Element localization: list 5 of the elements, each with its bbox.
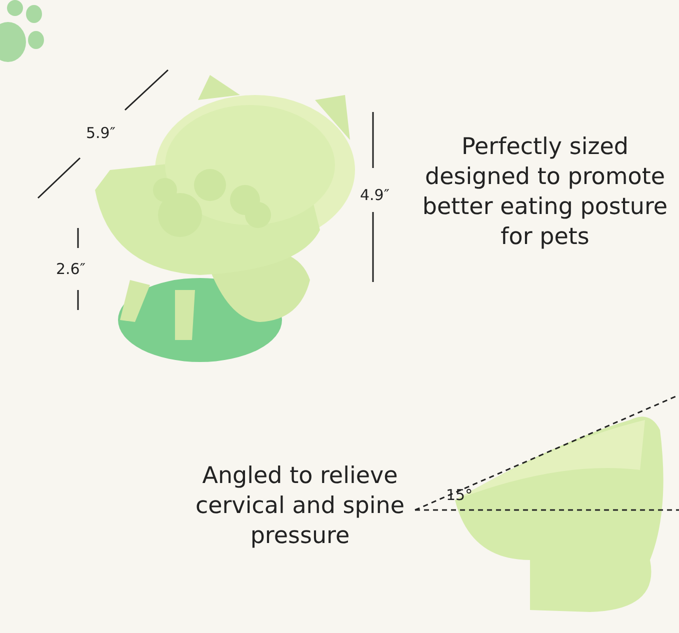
feature-text: Perfectly sized designed to promote better eating posture for pets (421, 133, 669, 252)
dimension-label: 5.9″ (86, 124, 116, 144)
dimension-label: 2.6″ (56, 260, 86, 280)
dimension-label: 4.9″ (360, 186, 390, 206)
feature-text: Angled to relieve cervical and spine pressure (194, 462, 406, 551)
